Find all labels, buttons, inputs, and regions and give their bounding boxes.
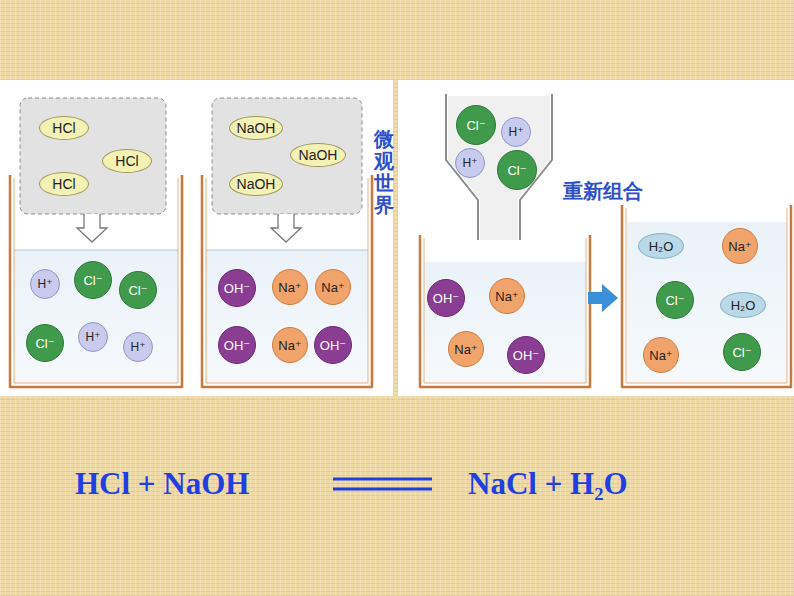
molecule-ellipse: NaOH	[290, 143, 346, 167]
formula-text: Na⁺	[728, 240, 751, 253]
water-molecule: H₂O	[638, 233, 684, 259]
liquid	[206, 250, 368, 383]
hydrogen-ion: H⁺	[78, 322, 108, 352]
formula-text: NaOH	[299, 148, 338, 162]
formula-text: Cl⁻	[466, 119, 485, 132]
equals-line	[333, 488, 432, 491]
formula-text: Na⁺	[278, 339, 301, 352]
formula-text: NaOH	[237, 177, 276, 191]
sodium-ion: Na⁺	[315, 269, 351, 305]
naoh-box	[212, 98, 362, 214]
formula-text: Cl⁻	[35, 337, 54, 350]
beaker	[10, 175, 791, 387]
sodium-ion: Na⁺	[448, 331, 484, 367]
hydroxide-ion: OH⁻	[507, 336, 545, 374]
molecule-ellipse: NaOH	[229, 172, 284, 196]
formula-text: Cl⁻	[665, 294, 684, 307]
formula-text: NaOH	[237, 121, 276, 135]
annotation: 重新组合	[563, 178, 643, 205]
reaction-arrow	[588, 284, 618, 312]
formula-text: H⁺	[38, 278, 53, 290]
formula-text: HCl	[115, 154, 138, 168]
liquid	[627, 222, 787, 383]
molecule-ellipse: NaOH	[229, 116, 284, 140]
formula-text: H₂O	[731, 299, 756, 312]
molecule-ellipse: HCl	[102, 149, 152, 173]
chloride-ion: Cl⁻	[656, 281, 694, 319]
chloride-ion: Cl⁻	[456, 105, 496, 145]
hydrogen-ion: H⁺	[455, 148, 485, 178]
formula-text: H⁺	[86, 331, 101, 343]
equation-right: NaCl + H₂O	[468, 466, 628, 502]
beaker-inner	[14, 178, 787, 383]
equals-line	[333, 478, 432, 481]
liquid	[424, 262, 586, 383]
liquid	[14, 250, 178, 383]
formula-text: Na⁺	[649, 349, 672, 362]
formula-text: OH⁻	[224, 339, 250, 352]
sodium-ion: Na⁺	[643, 337, 679, 373]
molecule-ellipse: HCl	[39, 116, 89, 140]
formula-text: Cl⁻	[732, 346, 751, 359]
formula-text: HCl	[52, 121, 75, 135]
left-panel	[0, 80, 393, 396]
formula-text: Na⁺	[321, 281, 344, 294]
vertical-title: 微观世界	[374, 128, 394, 216]
formula-text: OH⁻	[224, 282, 250, 295]
formula-text: OH⁻	[320, 339, 346, 352]
chloride-ion: Cl⁻	[497, 150, 537, 190]
hydrogen-ion: H⁺	[501, 117, 531, 147]
sodium-ion: Na⁺	[272, 327, 308, 363]
funnel	[446, 94, 552, 240]
sodium-ion: Na⁺	[272, 269, 308, 305]
formula-text: Na⁺	[278, 281, 301, 294]
sodium-ion: Na⁺	[722, 228, 758, 264]
formula-text: H⁺	[463, 157, 478, 169]
formula-text: OH⁻	[433, 292, 459, 305]
chloride-ion: Cl⁻	[74, 261, 112, 299]
right-panel	[398, 80, 794, 396]
formula-text: H⁺	[131, 341, 146, 353]
formula-text: HCl	[52, 177, 75, 191]
formula-text: Cl⁻	[507, 164, 526, 177]
hydroxide-ion: OH⁻	[218, 326, 256, 364]
hydroxide-ion: OH⁻	[314, 326, 352, 364]
down-arrow	[77, 214, 107, 242]
hydrogen-ion: H⁺	[30, 269, 60, 299]
hydroxide-ion: OH⁻	[427, 279, 465, 317]
formula-text: Cl⁻	[128, 284, 147, 297]
down-arrow	[271, 214, 301, 242]
hcl-box	[20, 98, 166, 214]
formula-text: OH⁻	[513, 349, 539, 362]
equation-left: HCl + NaOH	[75, 466, 249, 502]
water-molecule: H₂O	[720, 292, 766, 318]
hydroxide-ion: OH⁻	[218, 269, 256, 307]
chloride-ion: Cl⁻	[723, 333, 761, 371]
formula-text: Na⁺	[454, 343, 477, 356]
sodium-ion: Na⁺	[489, 278, 525, 314]
hydrogen-ion: H⁺	[123, 332, 153, 362]
chloride-ion: Cl⁻	[26, 324, 64, 362]
chloride-ion: Cl⁻	[119, 271, 157, 309]
formula-text: H₂O	[649, 240, 674, 253]
formula-text: Cl⁻	[83, 274, 102, 287]
molecule-ellipse: HCl	[39, 172, 89, 196]
formula-text: H⁺	[509, 126, 524, 138]
formula-text: Na⁺	[495, 290, 518, 303]
